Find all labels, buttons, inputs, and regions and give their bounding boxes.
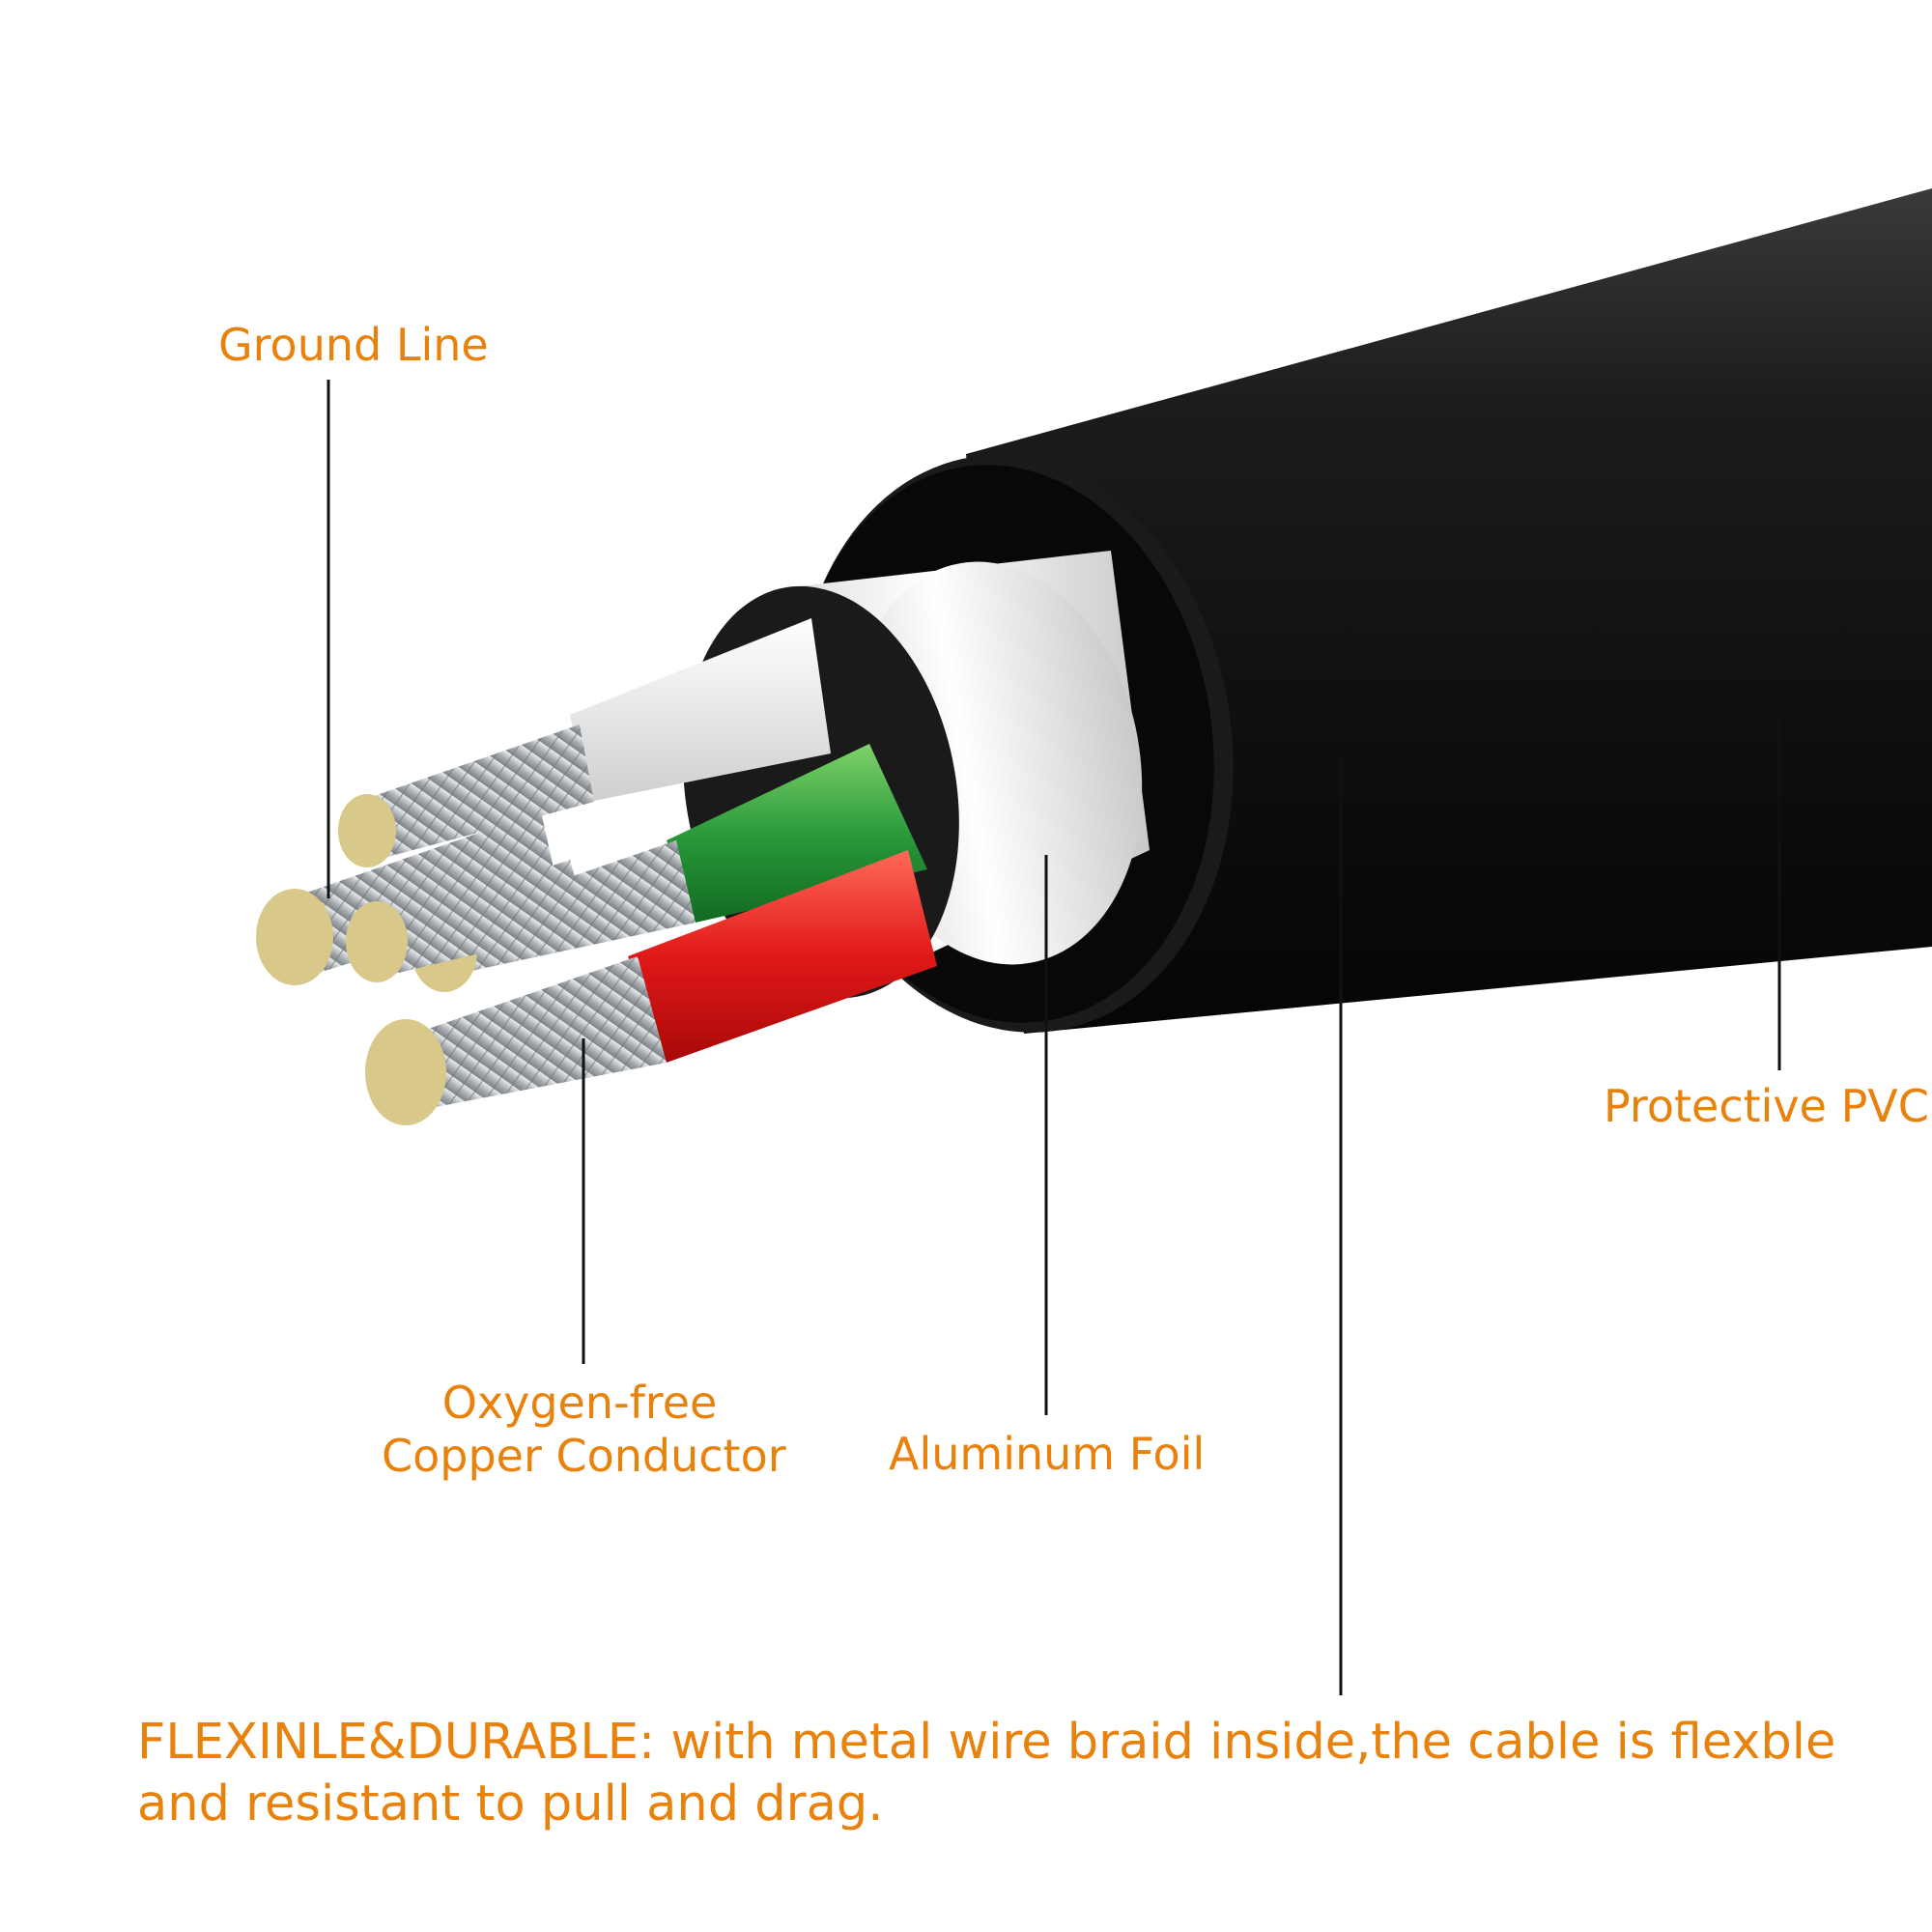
caption-line2: and resistant to pull and drag. <box>137 1775 884 1833</box>
copper-conductor-label-line1: Oxygen-free <box>441 1377 718 1429</box>
caption-line1: FLEXINLE&DURABLE: with metal wire braid … <box>137 1714 1836 1771</box>
red-wire <box>365 850 937 1125</box>
ground-line-wire <box>256 811 589 985</box>
feature-caption: FLEXINLE&DURABLE: with metal wire braid … <box>137 1712 1905 1835</box>
red-wire-strand-end <box>365 1019 446 1125</box>
copper-conductor-label-line2: Copper Conductor <box>382 1430 786 1483</box>
ground-line-strand-end <box>256 889 333 985</box>
ground-line-label: Ground Line <box>218 319 489 371</box>
copper-conductor-label: Oxygen-free Copper Conductor <box>382 1377 786 1483</box>
white-wire <box>338 618 831 867</box>
aluminum-foil-label: Aluminum Foil <box>889 1428 1206 1480</box>
protective-pvc-label: Protective PVC <box>1604 1080 1929 1132</box>
leader-lines <box>327 380 1781 1695</box>
white-wire-strand-end <box>338 794 396 867</box>
